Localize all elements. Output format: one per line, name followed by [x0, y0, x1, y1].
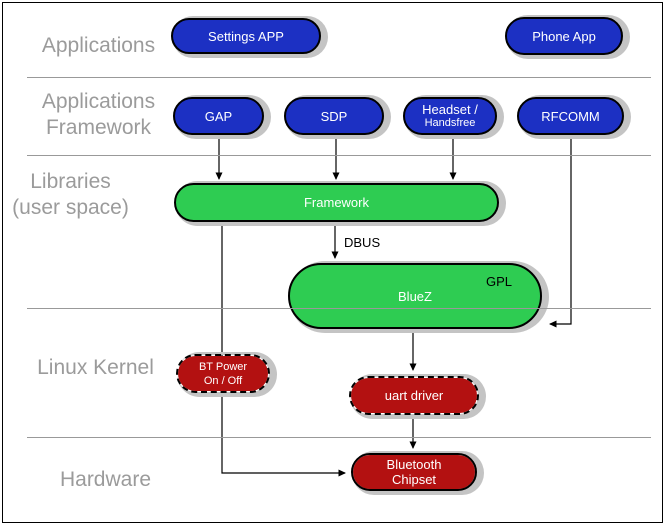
node-gap: GAP [173, 97, 264, 135]
section-label-linux-kernel: Linux Kernel [37, 356, 154, 379]
node-bluez-label: BlueZ [398, 288, 432, 304]
divider-kernel [27, 308, 651, 309]
node-bluetooth-chipset: Bluetooth Chipset [351, 453, 477, 491]
node-framework: Framework [174, 183, 499, 222]
section-label-applications-framework: Applications Framework [41, 90, 156, 139]
node-uart-driver-label: uart driver [384, 388, 444, 403]
node-bt-power: BT Power On / Off [176, 354, 270, 393]
node-rfcomm-label: RFCOMM [541, 108, 600, 124]
node-bluez: GPL BlueZ [288, 263, 542, 329]
node-phone-app-label: Phone App [532, 28, 596, 44]
node-uart-driver: uart driver [349, 376, 479, 415]
node-bluetooth-chipset-label-line2: Chipset [391, 472, 437, 487]
divider-hardware [27, 437, 651, 438]
divider-framework [27, 155, 651, 156]
section-label-libraries: Libraries (user space) [12, 170, 129, 219]
node-sdp: SDP [284, 97, 384, 135]
divider-applications [27, 77, 651, 78]
gpl-badge: GPL [485, 274, 512, 289]
section-label-hardware: Hardware [59, 468, 152, 491]
node-bluetooth-chipset-label-line1: Bluetooth [386, 457, 442, 472]
node-headset-handsfree: Headset / Handsfree [403, 97, 497, 135]
node-headset-label-line2: Handsfree [424, 117, 476, 129]
node-headset-label-line1: Headset / [422, 102, 478, 117]
node-settings-app: Settings APP [171, 18, 321, 54]
node-bt-power-label-line2: On / Off [203, 374, 243, 387]
node-settings-app-label: Settings APP [208, 28, 284, 44]
node-gap-label: GAP [204, 108, 233, 124]
dbus-edge-label: DBUS [344, 235, 381, 250]
node-phone-app: Phone App [505, 17, 623, 55]
node-sdp-label: SDP [320, 108, 348, 124]
node-rfcomm: RFCOMM [517, 97, 624, 135]
connector-lines [215, 136, 572, 477]
section-label-applications: Applications [41, 34, 156, 57]
node-framework-label: Framework [303, 195, 369, 210]
node-bt-power-label-line1: BT Power [198, 360, 248, 373]
